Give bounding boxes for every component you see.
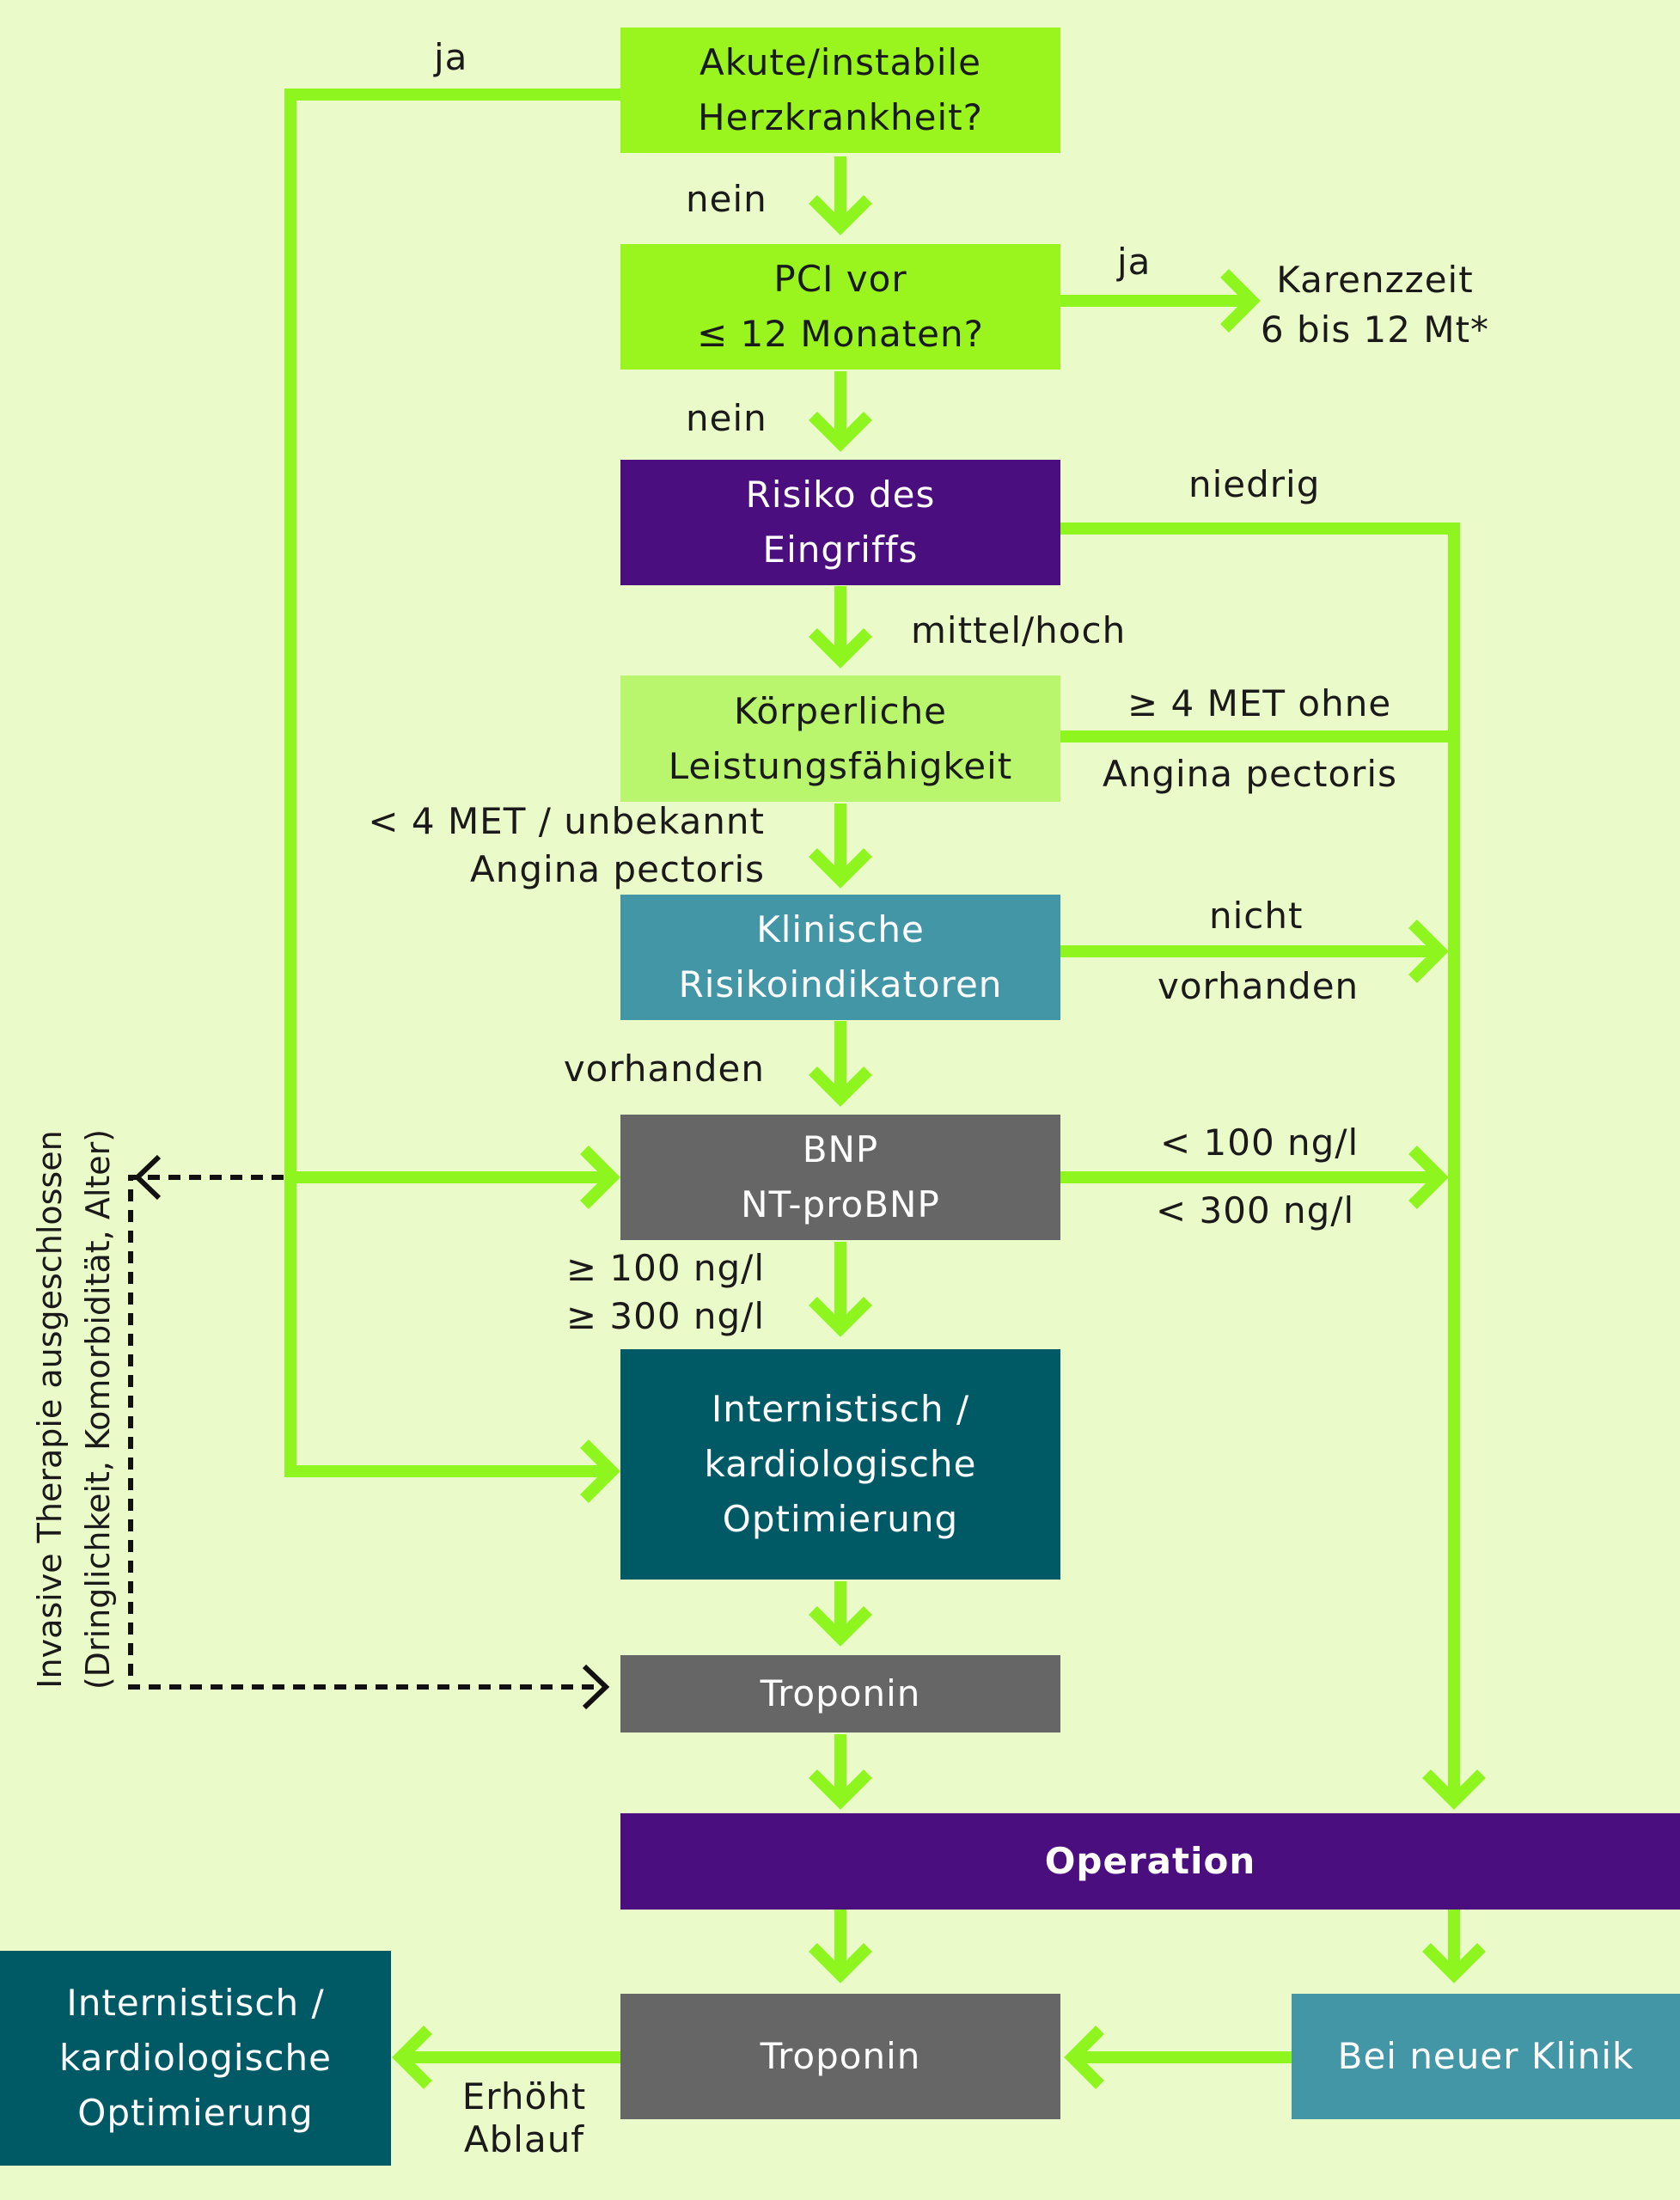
arrowhead <box>809 628 872 669</box>
label-niedrig: niedrig <box>1188 463 1321 505</box>
line-risiko-niedrig <box>1060 522 1460 1796</box>
node-operation: Operation <box>620 1813 1680 1910</box>
dashed-arrowhead-right <box>582 1664 610 1710</box>
arrowhead <box>809 1066 872 1107</box>
label-met-unbekannt: < 4 MET / unbekannt <box>368 800 765 842</box>
node-akute: Akute/instabile Herzkrankheit? <box>620 28 1060 153</box>
arrowhead <box>1408 1146 1449 1209</box>
arrowhead <box>809 1297 872 1337</box>
arrowhead <box>1422 1943 1486 1983</box>
node-pci: PCI vor ≤ 12 Monaten? <box>620 244 1060 370</box>
arrowhead <box>809 848 872 889</box>
arrowhead <box>809 1606 872 1647</box>
node-intern1: Internistisch / kardiologische Optimieru… <box>620 1349 1060 1580</box>
dashed-arrowhead-left <box>133 1154 162 1201</box>
node-troponin1: Troponin <box>620 1655 1060 1732</box>
arrowhead <box>809 1943 872 1983</box>
dashed-line-side <box>128 1175 602 1690</box>
arrowhead <box>809 195 872 235</box>
arrowhead <box>580 1439 620 1503</box>
side-note-invasive: Invasive Therapie ausgeschlossen (Dringl… <box>31 1128 117 1690</box>
arrowhead <box>1220 269 1261 333</box>
label-ja-top: ja <box>434 36 468 78</box>
label-ge300: ≥ 300 ng/l <box>565 1295 765 1337</box>
label-nicht: nicht <box>1209 895 1304 937</box>
label-ge100: ≥ 100 ng/l <box>565 1247 765 1289</box>
arrowhead <box>392 2026 432 2089</box>
arrowhead <box>1422 1769 1486 1810</box>
label-erhoeht-ablauf: Erhöht Ablauf <box>461 2075 587 2160</box>
node-karenz: Karenzzeit 6 bis 12 Mt* <box>1260 259 1490 351</box>
node-klinische: Klinische Risikoindikatoren <box>620 895 1060 1020</box>
node-koerper: Körperliche Leistungsfähigkeit <box>620 675 1060 802</box>
label-nein-1: nein <box>686 178 767 220</box>
label-nein-2: nein <box>686 397 767 439</box>
label-lt300: < 300 ng/l <box>1156 1189 1355 1231</box>
label-ja-pci: ja <box>1117 241 1152 283</box>
arrowhead <box>809 412 872 452</box>
node-risiko: Risiko des Eingriffs <box>620 460 1060 585</box>
arrowhead <box>1064 2026 1104 2089</box>
label-angina-left: Angina pectoris <box>470 848 765 890</box>
label-lt100: < 100 ng/l <box>1160 1121 1359 1164</box>
arrowhead <box>1408 920 1449 983</box>
arrowhead <box>809 1769 872 1810</box>
line-akute-ja-left <box>284 89 620 1477</box>
label-vorhanden-left: vorhanden <box>563 1048 765 1090</box>
node-bnp: BNP NT-proBNP <box>620 1115 1060 1240</box>
node-troponin2: Troponin <box>620 1994 1060 2119</box>
label-angina-right: Angina pectoris <box>1103 753 1397 795</box>
label-met-ohne: ≥ 4 MET ohne <box>1127 682 1392 724</box>
label-vorhanden-right: vorhanden <box>1158 965 1359 1007</box>
node-intern2: Internistisch / kardiologische Optimieru… <box>0 1951 391 2166</box>
arrowhead <box>580 1146 620 1209</box>
node-klinik: Bei neuer Klinik <box>1292 1994 1680 2119</box>
label-mittel-hoch: mittel/hoch <box>911 609 1127 651</box>
